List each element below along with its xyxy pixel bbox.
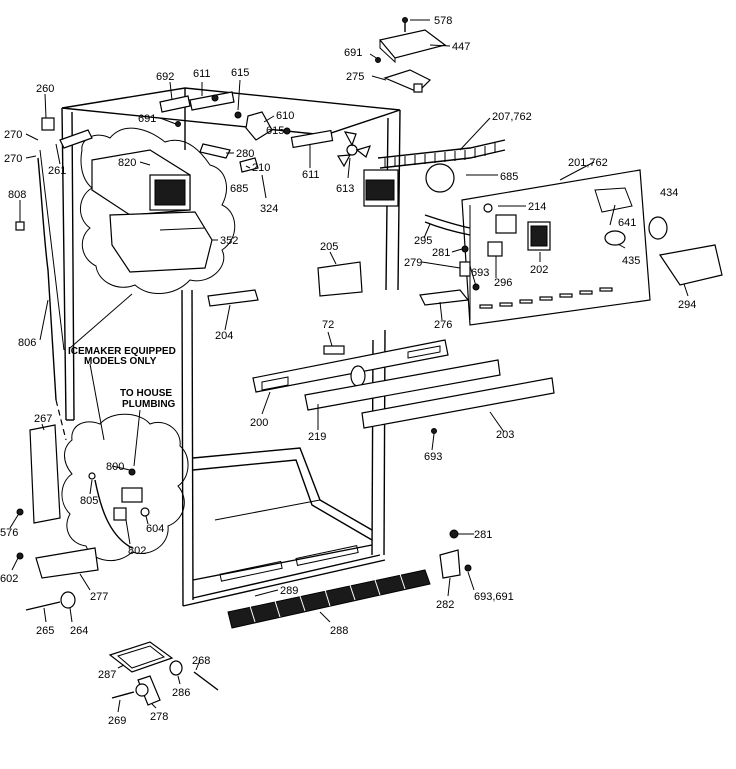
panel-267 (29, 424, 61, 524)
cover-294 (658, 244, 723, 286)
part-label: 693 (471, 267, 489, 279)
shelf-rails (252, 339, 555, 434)
hinge-282 (439, 529, 472, 579)
part-label: 260 (36, 83, 54, 95)
part-label: 219 (308, 431, 326, 443)
plumbing-note-line2: PLUMBING (122, 399, 176, 410)
part-label: 611 (193, 68, 211, 80)
part-label: 691 (138, 113, 156, 125)
part-label: 287 (98, 669, 116, 681)
grille-288 (227, 569, 431, 629)
heater-207 (363, 139, 506, 207)
part-label: 604 (146, 523, 164, 535)
part-label: 281 (474, 529, 492, 541)
part-label: 214 (528, 201, 546, 213)
icemaker-note-line1: ICEMAKER EQUIPPED (68, 346, 176, 357)
part-label: 279 (404, 257, 422, 269)
plumbing-parts (88, 468, 150, 549)
part-label: 576 (0, 527, 18, 539)
part-label: 265 (36, 625, 54, 637)
part-label: 276 (434, 319, 452, 331)
part-label: 207,762 (492, 111, 532, 123)
part-label: 641 (618, 217, 636, 229)
part-label: 268 (192, 655, 210, 667)
part-label: 264 (70, 625, 88, 637)
part-label: 805 (80, 495, 98, 507)
part-label: 270 (4, 153, 22, 165)
part-label: 201,762 (568, 157, 608, 169)
water-line-806 (37, 157, 57, 401)
part-label: 277 (90, 591, 108, 603)
plumbing-area-outline (61, 413, 189, 561)
part-label: 202 (530, 264, 548, 276)
part-447-shape (375, 17, 447, 93)
part-labels: 578 447 691 275 692 611 615 260 691 610 … (0, 15, 696, 727)
part-label: 270 (4, 129, 22, 141)
brackets (207, 261, 363, 307)
part-label: 72 (322, 319, 334, 331)
part-label: 294 (678, 299, 696, 311)
part-label: 203 (496, 429, 514, 441)
part-label: 267 (34, 413, 52, 425)
part-label: 685 (230, 183, 248, 195)
part-label: 200 (250, 417, 268, 429)
part-label: 615 (266, 125, 284, 137)
part-label: 693,691 (474, 591, 514, 603)
part-label: 611 (302, 169, 320, 181)
part-label: 282 (436, 599, 454, 611)
part-label: 275 (346, 71, 364, 83)
part-label: 435 (622, 255, 640, 267)
part-label: 800 (106, 461, 124, 473)
part-label: 295 (414, 235, 432, 247)
part-label: 281 (432, 247, 450, 259)
part-label: 296 (494, 277, 512, 289)
part-label: 610 (276, 110, 294, 122)
icemaker-820 (15, 117, 213, 273)
fan-613 (336, 131, 371, 168)
part-label: 278 (150, 711, 168, 723)
thermostat-parts (419, 214, 480, 306)
bottom-parts (108, 641, 219, 706)
part-label: 578 (434, 15, 452, 27)
part-label: 204 (215, 330, 233, 342)
part-label: 286 (172, 687, 190, 699)
part-label: 693 (424, 451, 442, 463)
part-label: 434 (660, 187, 678, 199)
part-label: 352 (220, 235, 238, 247)
part-label: 685 (500, 171, 518, 183)
part-label: 806 (18, 337, 36, 349)
part-label: 808 (8, 189, 26, 201)
plumbing-note-line1: TO HOUSE (120, 388, 172, 399)
part-label: 802 (128, 545, 146, 557)
part-label: 269 (108, 715, 126, 727)
part-label: 447 (452, 41, 470, 53)
part-label: 613 (336, 183, 354, 195)
part-label: 691 (344, 47, 362, 59)
icemaker-note-line2: MODELS ONLY (84, 356, 157, 367)
part-label: 288 (330, 625, 348, 637)
control-panel-201 (461, 169, 668, 326)
part-label: 692 (156, 71, 174, 83)
part-label: 205 (320, 241, 338, 253)
icemaker-area-outline (80, 127, 236, 295)
part-label: 261 (48, 165, 66, 177)
part-label: 820 (118, 157, 136, 169)
part-label: 280 (236, 148, 254, 160)
bottom-left-parts (16, 508, 99, 611)
leader-lines (9, 19, 689, 713)
part-label: 324 (260, 203, 278, 215)
part-label: 602 (0, 573, 18, 585)
part-label: 615 (231, 67, 249, 79)
part-label: 289 (280, 585, 298, 597)
top-hardware (159, 91, 334, 173)
part-label: 210 (252, 162, 270, 174)
